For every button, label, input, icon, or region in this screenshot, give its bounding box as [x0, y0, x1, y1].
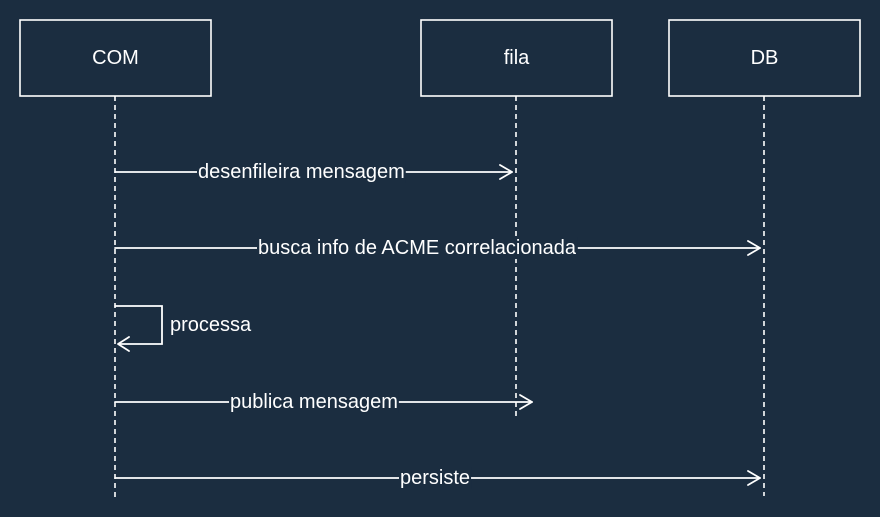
- message-label-background: [229, 391, 399, 413]
- participant-box-fila: [420, 19, 613, 97]
- arrow-head: [519, 394, 533, 410]
- arrow-head: [499, 164, 513, 180]
- message-5: persiste: [114, 467, 761, 489]
- arrow-head: [747, 240, 761, 256]
- participant-fila: fila: [420, 19, 613, 97]
- message-3: processa: [114, 305, 252, 352]
- participant-label-db: DB: [751, 47, 779, 69]
- message-label: processa: [170, 314, 252, 336]
- participant-db: DB: [668, 19, 861, 97]
- message-4: publica mensagem: [114, 391, 533, 413]
- participants: COM fila DB: [19, 19, 861, 97]
- message-2: busca info de ACME correlacionada: [114, 237, 761, 259]
- message-label: publica mensagem: [230, 391, 398, 413]
- message-line: [114, 305, 163, 345]
- participant-label-fila: fila: [504, 47, 530, 69]
- participant-box-com: [19, 19, 212, 97]
- messages: desenfileira mensagem busca info de ACME …: [114, 161, 761, 489]
- arrow-head: [747, 470, 761, 486]
- message-label: persiste: [400, 467, 470, 489]
- arrow-head: [117, 336, 130, 352]
- message-label: busca info de ACME correlacionada: [258, 237, 577, 259]
- participant-label-com: COM: [92, 47, 139, 69]
- participant-box-db: [668, 19, 861, 97]
- lifelines: [114, 96, 765, 498]
- message-label-background: [257, 237, 578, 259]
- message-label: desenfileira mensagem: [198, 161, 405, 183]
- message-1: desenfileira mensagem: [114, 161, 513, 183]
- message-label-background: [399, 467, 472, 489]
- participant-com: COM: [19, 19, 212, 97]
- message-label-background: [197, 161, 406, 183]
